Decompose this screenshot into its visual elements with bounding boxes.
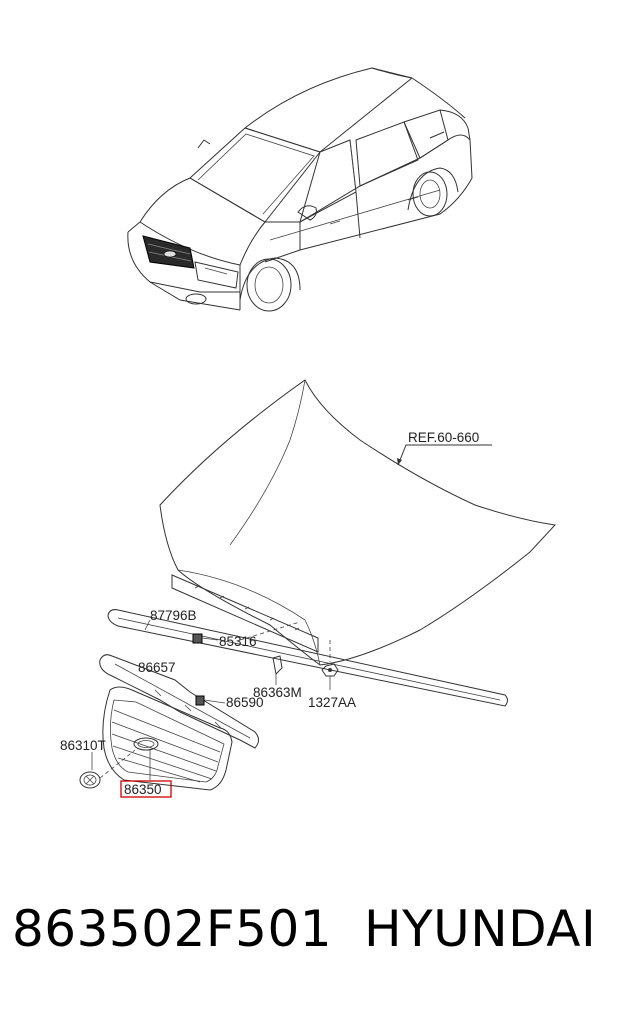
radiator-grille: 86350 — [102, 686, 233, 798]
molding-strip: 87796B — [107, 608, 508, 707]
clip-85316: 85316 — [192, 633, 257, 649]
hood-outline — [159, 379, 557, 666]
callout-86590: 86590 — [226, 695, 264, 710]
callout-86310t: 86310T — [60, 738, 106, 753]
highlight-box — [120, 780, 172, 798]
ref-label: REF.60-660 — [408, 430, 479, 445]
callout-85316: 85316 — [219, 634, 257, 649]
ref-callout: REF.60-660 — [397, 430, 492, 466]
callout-86657: 86657 — [138, 660, 176, 675]
callout-86363m: 86363M — [253, 685, 302, 700]
part-number: 863502F501 — [12, 900, 333, 958]
emblem-86310t: 86310T — [60, 738, 136, 789]
brand-name: HYUNDAI — [364, 900, 597, 958]
part-86363m: 86363M — [253, 655, 302, 700]
car-illustration — [127, 67, 473, 312]
bracket-86657: 86657 — [99, 654, 259, 749]
parts-diagram: REF.60-660 87796B 85316 86657 86590 8636… — [60, 67, 557, 798]
callout-86350: 86350 — [124, 782, 162, 797]
callout-87796b: 87796B — [150, 608, 197, 623]
footer: 863502F501 HYUNDAI — [0, 900, 620, 980]
clip-86590: 86590 — [195, 695, 264, 710]
callout-1327aa: 1327AA — [308, 695, 356, 710]
nut-1327aa: 1327AA — [308, 640, 356, 710]
